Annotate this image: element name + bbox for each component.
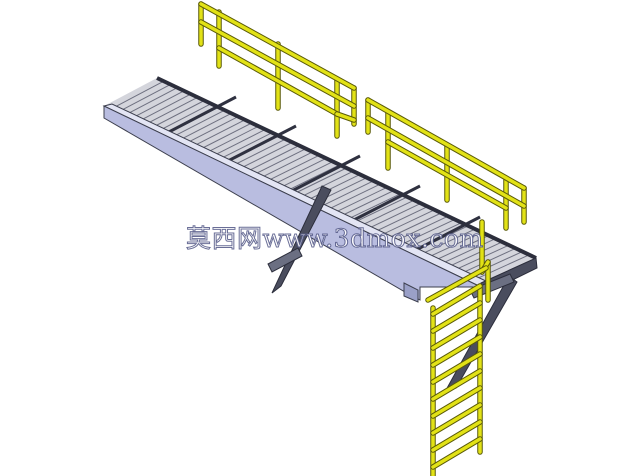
grating-bar bbox=[359, 199, 415, 227]
watermark-text: 莫西网www.3dmox.com bbox=[186, 224, 484, 254]
grating-bar bbox=[204, 125, 259, 154]
right-handrail bbox=[365, 97, 527, 303]
grating-bar bbox=[346, 193, 401, 221]
grating-bars bbox=[110, 80, 530, 281]
ladder-rung bbox=[431, 335, 482, 367]
grating-bar bbox=[292, 167, 347, 195]
grating-bar bbox=[171, 109, 225, 139]
side-channel-end bbox=[403, 282, 419, 303]
ladder-top-bracket bbox=[426, 266, 488, 302]
ladder-rung bbox=[431, 437, 482, 469]
grating-bar bbox=[285, 164, 340, 192]
left-support-brace bbox=[267, 185, 332, 294]
grating-bar bbox=[366, 202, 422, 230]
grating-bar bbox=[130, 90, 185, 120]
grating-bar bbox=[400, 218, 455, 246]
grating-bar bbox=[258, 151, 313, 180]
grating-bar bbox=[278, 161, 334, 189]
grating-bar bbox=[305, 173, 361, 202]
grating-bar bbox=[379, 209, 435, 237]
access-ladder bbox=[425, 265, 489, 476]
grating-bar bbox=[447, 241, 503, 268]
grating-bar bbox=[272, 157, 327, 186]
ladder-rung bbox=[431, 301, 482, 333]
grating-bar bbox=[123, 87, 178, 116]
grating-bar bbox=[137, 93, 192, 123]
left-brace-wall-plate bbox=[267, 247, 303, 273]
ladder-rung bbox=[431, 420, 482, 452]
grating-bar bbox=[110, 80, 165, 110]
left-top-rail bbox=[199, 2, 356, 90]
rear-edge-beam bbox=[156, 76, 537, 260]
grating-bar bbox=[265, 154, 320, 183]
ladder-rung bbox=[431, 386, 482, 418]
right-mid-rail bbox=[366, 116, 526, 208]
right-top-rail bbox=[366, 98, 526, 190]
grating-bar bbox=[325, 183, 381, 211]
left-low-rail bbox=[217, 46, 339, 116]
grating-bar bbox=[332, 186, 388, 214]
grating-bar bbox=[251, 148, 307, 176]
grating-bar bbox=[231, 138, 286, 167]
ladder-rung bbox=[431, 403, 482, 435]
grating-bar bbox=[144, 96, 198, 126]
grating-bar bbox=[352, 196, 408, 224]
grating-bar bbox=[420, 228, 476, 256]
grating-bar bbox=[386, 212, 442, 240]
grating-bar bbox=[198, 122, 252, 151]
grating-bar bbox=[150, 100, 205, 129]
right-low-rail bbox=[386, 140, 508, 210]
grating-bar bbox=[474, 254, 530, 281]
ladder-rung bbox=[431, 352, 482, 384]
grating-bar bbox=[426, 231, 483, 259]
grating-bar bbox=[245, 145, 300, 173]
ladder-rung bbox=[431, 284, 482, 316]
deck-cross-members bbox=[164, 95, 481, 254]
grating-bar bbox=[373, 206, 428, 233]
grating-bar bbox=[339, 190, 395, 218]
left-handrail bbox=[198, 1, 357, 139]
grating-bar bbox=[218, 132, 273, 161]
ladder-rung bbox=[431, 318, 482, 350]
left-low-rail bbox=[335, 112, 356, 122]
grating-bar bbox=[440, 238, 496, 265]
grating-bar bbox=[211, 128, 266, 158]
grating-bar bbox=[393, 215, 449, 243]
grating-bar bbox=[191, 119, 246, 148]
grating-bar bbox=[319, 180, 374, 208]
grating-bar bbox=[177, 112, 232, 142]
grating-bar bbox=[238, 141, 293, 170]
ladder-rung bbox=[431, 369, 482, 401]
grating-bar bbox=[184, 116, 239, 145]
left-mid-rail bbox=[199, 20, 356, 108]
grating-bar bbox=[406, 222, 462, 249]
grating-bar bbox=[299, 170, 354, 199]
grating-bar bbox=[157, 103, 212, 132]
platform-deck bbox=[104, 76, 537, 283]
grating-bar bbox=[117, 83, 171, 113]
